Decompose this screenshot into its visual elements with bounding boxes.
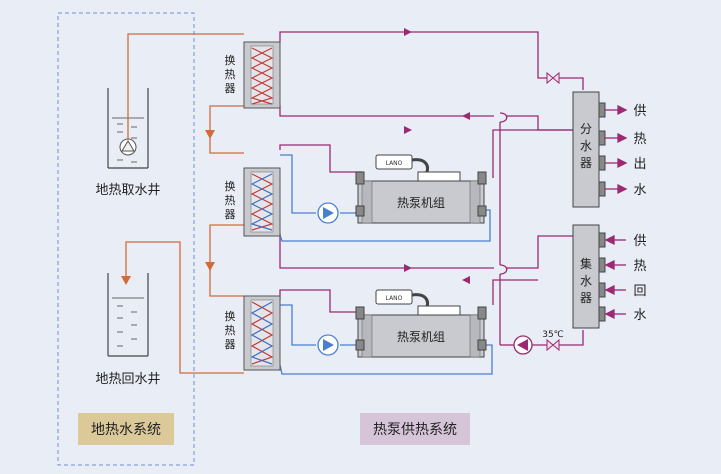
return-manifold-char: 器 <box>580 291 592 305</box>
geothermal-system-label: 地热水系统 <box>91 422 161 438</box>
pump-icon <box>317 202 339 224</box>
hot-arrow-5 <box>462 276 470 284</box>
return-manifold-char: 水 <box>580 274 592 288</box>
return-inlet-char: 供 <box>633 234 646 249</box>
heat-pump-label: 热泵机组 <box>397 330 445 344</box>
supply-outlet-char: 热 <box>633 132 646 147</box>
return-well <box>107 273 149 357</box>
geothermal-boundary <box>57 12 195 466</box>
heat-pump-unit-2: LANO <box>355 289 487 358</box>
return-inlet-char: 水 <box>633 308 646 323</box>
geo-arrow-1 <box>205 130 215 139</box>
heatpump-system-tag <box>360 413 470 445</box>
geothermal-system-tag <box>78 413 174 445</box>
brand-label: LANO <box>386 160 403 167</box>
supply-outlet-char: 水 <box>633 183 646 198</box>
pump-icon <box>317 334 339 356</box>
supply-manifold-char: 分 <box>580 122 592 136</box>
exchanger-label-char: 器 <box>225 208 236 221</box>
return-manifold-char: 集 <box>580 256 592 271</box>
exchanger-label-char: 换 <box>225 309 236 323</box>
exchanger-label-char: 器 <box>225 338 236 351</box>
exchanger-label-char: 热 <box>225 68 236 81</box>
supply-manifold-char: 器 <box>580 156 592 170</box>
heatpump-system-label: 热泵供热系统 <box>373 422 457 438</box>
return-well-label: 地热回水井 <box>95 372 160 387</box>
hot-arrow-2 <box>462 112 470 120</box>
return-inlet-char: 热 <box>633 259 646 274</box>
heat-exchanger-2 <box>243 167 281 237</box>
hot-arrow-1 <box>404 28 412 36</box>
brand-label: LANO <box>386 295 403 302</box>
hot-arrow-3 <box>404 126 412 134</box>
supply-outlet-char: 供 <box>633 104 646 119</box>
heat-pump-label: 热泵机组 <box>397 196 445 210</box>
supply-outlets <box>605 104 628 195</box>
supply-manifold-char: 水 <box>580 139 592 153</box>
exchanger-label-char: 换 <box>225 53 236 67</box>
extract-well-label: 地热取水井 <box>95 183 160 198</box>
valve-icon <box>546 71 560 85</box>
geothermal-pipes <box>125 33 244 374</box>
exchanger-label-char: 热 <box>225 324 236 337</box>
exchanger-label-char: 热 <box>225 194 236 207</box>
heat-exchanger-1 <box>243 41 281 109</box>
geo-arrow-2 <box>205 262 215 271</box>
valve-icon <box>546 338 560 352</box>
temperature-label: 35℃ <box>542 330 564 340</box>
hot-water-pipes <box>279 31 584 346</box>
cool-water-pipes <box>279 154 493 375</box>
supply-outlet-char: 出 <box>633 157 646 172</box>
pump-icon <box>513 335 533 355</box>
return-inlet-char: 回 <box>633 284 646 299</box>
heat-exchanger-3 <box>243 295 281 371</box>
heat-pump-unit-1: LANO <box>355 154 487 224</box>
exchanger-label-char: 换 <box>225 179 236 193</box>
return-inlets <box>604 234 626 320</box>
geo-arrow-3 <box>121 276 131 285</box>
hot-arrow-4 <box>404 264 412 272</box>
exchanger-label-char: 器 <box>225 82 236 95</box>
